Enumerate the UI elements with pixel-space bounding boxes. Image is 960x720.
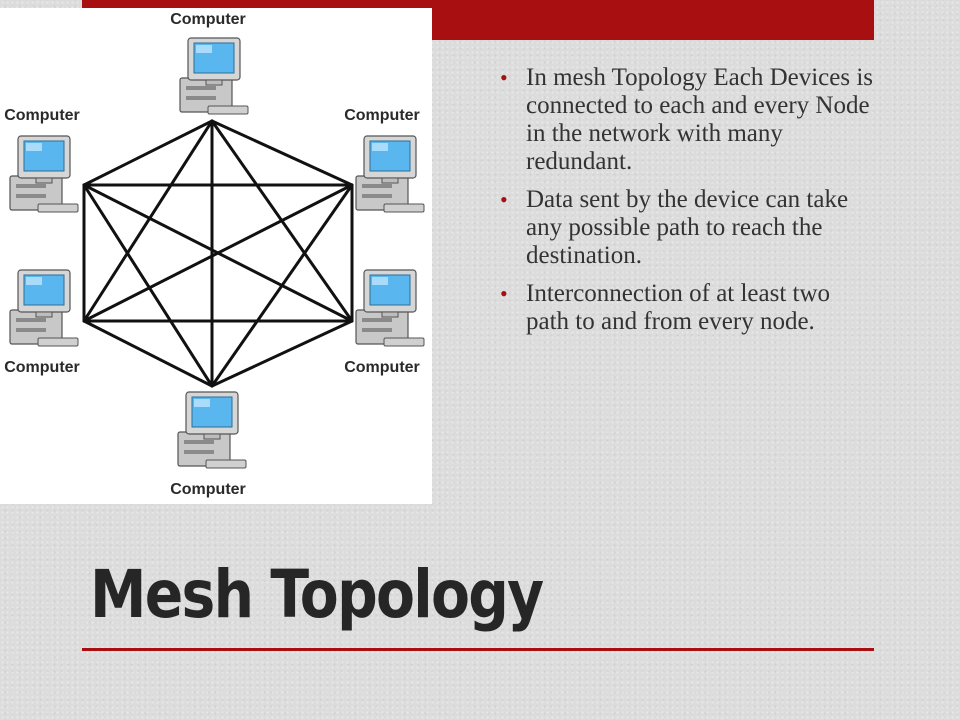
mesh-link-lower-right-upper-left bbox=[82, 183, 354, 323]
bullet-item: • Data sent by the device can take any po… bbox=[496, 186, 876, 270]
computer-icon bbox=[179, 37, 249, 115]
title-underline bbox=[82, 648, 874, 651]
mesh-link-bottom-lower-left bbox=[82, 319, 214, 388]
bullet-text: Data sent by the device can take any pos… bbox=[526, 186, 849, 269]
mesh-link-bottom-upper-left bbox=[82, 183, 214, 388]
bullet-dot: • bbox=[500, 65, 508, 90]
computer-icon bbox=[355, 135, 425, 213]
bullet-list: • In mesh Topology Each Devices is connec… bbox=[496, 64, 876, 346]
node-label: Computer bbox=[4, 359, 80, 376]
bullet-dot: • bbox=[500, 281, 508, 306]
mesh-link-top-upper-left bbox=[82, 119, 214, 187]
mesh-link-top-lower-left bbox=[82, 119, 214, 323]
mesh-link-top-upper-right bbox=[210, 119, 354, 187]
mesh-link-lower-right-bottom bbox=[210, 319, 354, 388]
node-label: Computer bbox=[344, 107, 420, 124]
node-label: Computer bbox=[170, 11, 246, 28]
computer-icon bbox=[177, 391, 247, 469]
slide-title: Mesh Topology bbox=[90, 556, 544, 633]
node-label: Computer bbox=[170, 481, 246, 498]
bullet-text: In mesh Topology Each Devices is connect… bbox=[526, 64, 874, 175]
computer-icon bbox=[355, 269, 425, 347]
node-label: Computer bbox=[344, 359, 420, 376]
bullet-text: Interconnection of at least two path to … bbox=[526, 280, 831, 335]
bullet-dot: • bbox=[500, 187, 508, 212]
bullet-item: • Interconnection of at least two path to… bbox=[496, 280, 876, 336]
computer-icon bbox=[9, 135, 79, 213]
bullet-item: • In mesh Topology Each Devices is connec… bbox=[496, 64, 876, 176]
computer-icon bbox=[9, 269, 79, 347]
mesh-diagram: ComputerComputerComputerComputerComputer… bbox=[4, 11, 425, 498]
node-label: Computer bbox=[4, 107, 80, 124]
